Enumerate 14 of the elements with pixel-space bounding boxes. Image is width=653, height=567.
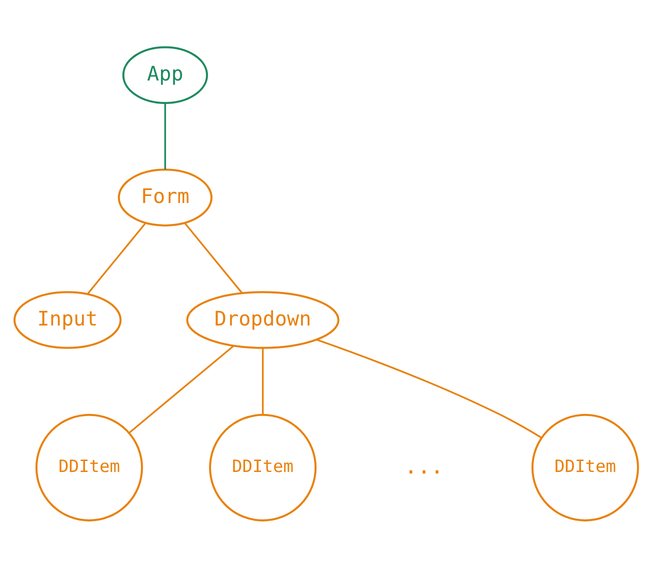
node-ellipse: Form: [118, 168, 212, 226]
node-ellipse: Dropdown: [186, 290, 340, 348]
node-circle: DDItem: [35, 413, 143, 521]
node-ellipse: App: [122, 46, 208, 104]
node-circle: DDItem: [531, 413, 639, 521]
connector: [184, 222, 243, 294]
connector: [316, 338, 542, 438]
connector: [86, 222, 146, 294]
node-circle: DDItem: [209, 413, 317, 521]
connector: [128, 344, 234, 433]
node-ellipse: Input: [13, 290, 122, 348]
connector: [262, 348, 264, 414]
connector: [164, 102, 166, 170]
label: ...: [404, 454, 444, 479]
